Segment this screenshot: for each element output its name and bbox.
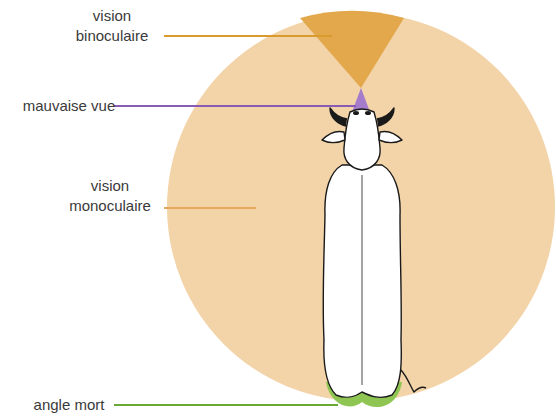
leader-line xyxy=(114,404,338,406)
binocular-wedge xyxy=(300,11,404,88)
callout-label: vision binoculaire xyxy=(64,6,160,46)
callout-label: mauvaise vue xyxy=(4,96,134,116)
leader-line xyxy=(114,105,356,107)
cow-figure xyxy=(322,108,426,397)
leader-line xyxy=(164,207,256,209)
callout-label: vision monoculaire xyxy=(60,176,160,216)
callout-label: angle mort xyxy=(4,395,134,415)
leader-line xyxy=(164,35,332,37)
